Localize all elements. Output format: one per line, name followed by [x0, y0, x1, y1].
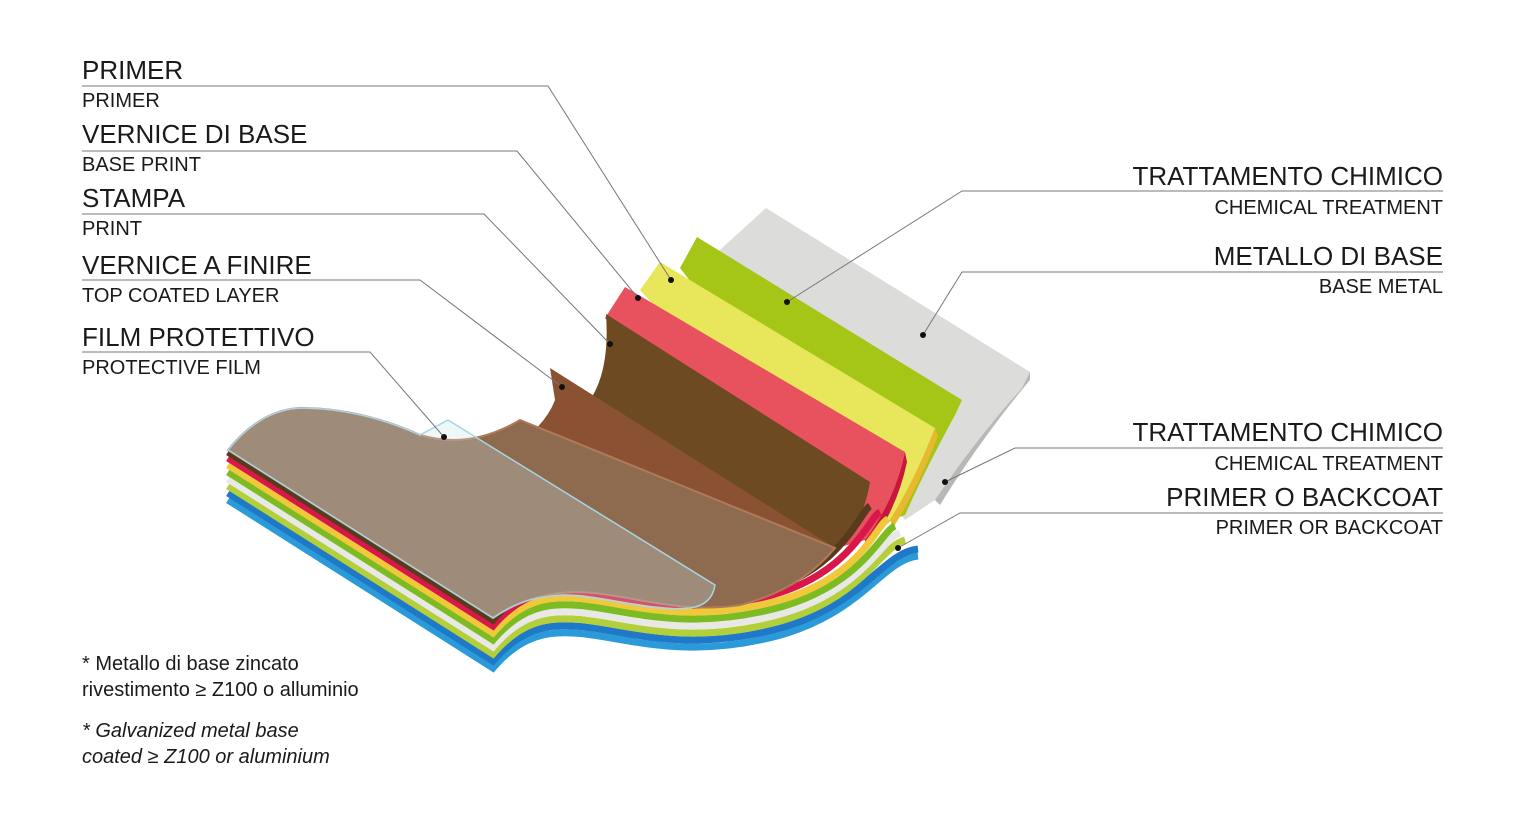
label-chemical-treatment-bottom-title: TRATTAMENTO CHIMICO: [1132, 417, 1443, 447]
label-chemical-treatment-top-subtitle: CHEMICAL TREATMENT: [1214, 197, 1443, 219]
footnote-english-line1: * Galvanized metal base: [82, 720, 299, 742]
label-top-coat-subtitle: TOP COATED LAYER: [82, 285, 279, 307]
label-top-coat-title: VERNICE A FINIRE: [82, 250, 312, 280]
label-backcoat-title: PRIMER O BACKCOAT: [1166, 482, 1443, 512]
label-backcoat-subtitle: PRIMER OR BACKCOAT: [1216, 517, 1443, 539]
label-primer-title: PRIMER: [82, 55, 183, 85]
primer-edge: [890, 428, 938, 528]
label-chemical-treatment-top-title: TRATTAMENTO CHIMICO: [1132, 161, 1443, 191]
left-leader-lines: [82, 85, 674, 440]
label-print-title: STAMPA: [82, 183, 186, 213]
label-chemical-treatment-bottom-subtitle: CHEMICAL TREATMENT: [1214, 453, 1443, 475]
protective-film: [226, 407, 716, 619]
base-print-edge: [865, 452, 907, 550]
footnote-english-line2: coated ≥ Z100 or aluminium: [82, 746, 330, 768]
footnote-italian: * Metallo di base zincato rivestimento ≥…: [82, 651, 359, 703]
label-base-metal-subtitle: BASE METAL: [1319, 276, 1443, 298]
footnote-italian-line1: * Metallo di base zincato: [82, 653, 299, 675]
label-print-subtitle: PRINT: [82, 218, 142, 240]
right-leader-lines: [784, 190, 1443, 551]
layer-stack-edge: [226, 449, 919, 673]
label-protective-film-title: FILM PROTETTIVO: [82, 322, 315, 352]
label-base-print-title: VERNICE DI BASE: [82, 119, 307, 149]
label-base-metal-title: METALLO DI BASE: [1214, 241, 1443, 271]
footnote-english: * Galvanized metal base coated ≥ Z100 or…: [82, 718, 330, 770]
footnote-italian-line2: rivestimento ≥ Z100 o alluminio: [82, 679, 359, 701]
label-protective-film-subtitle: PROTECTIVE FILM: [82, 357, 261, 379]
label-base-print-subtitle: BASE PRINT: [82, 154, 201, 176]
label-primer-subtitle: PRIMER: [82, 90, 160, 112]
base-metal-edge: [935, 372, 1030, 505]
